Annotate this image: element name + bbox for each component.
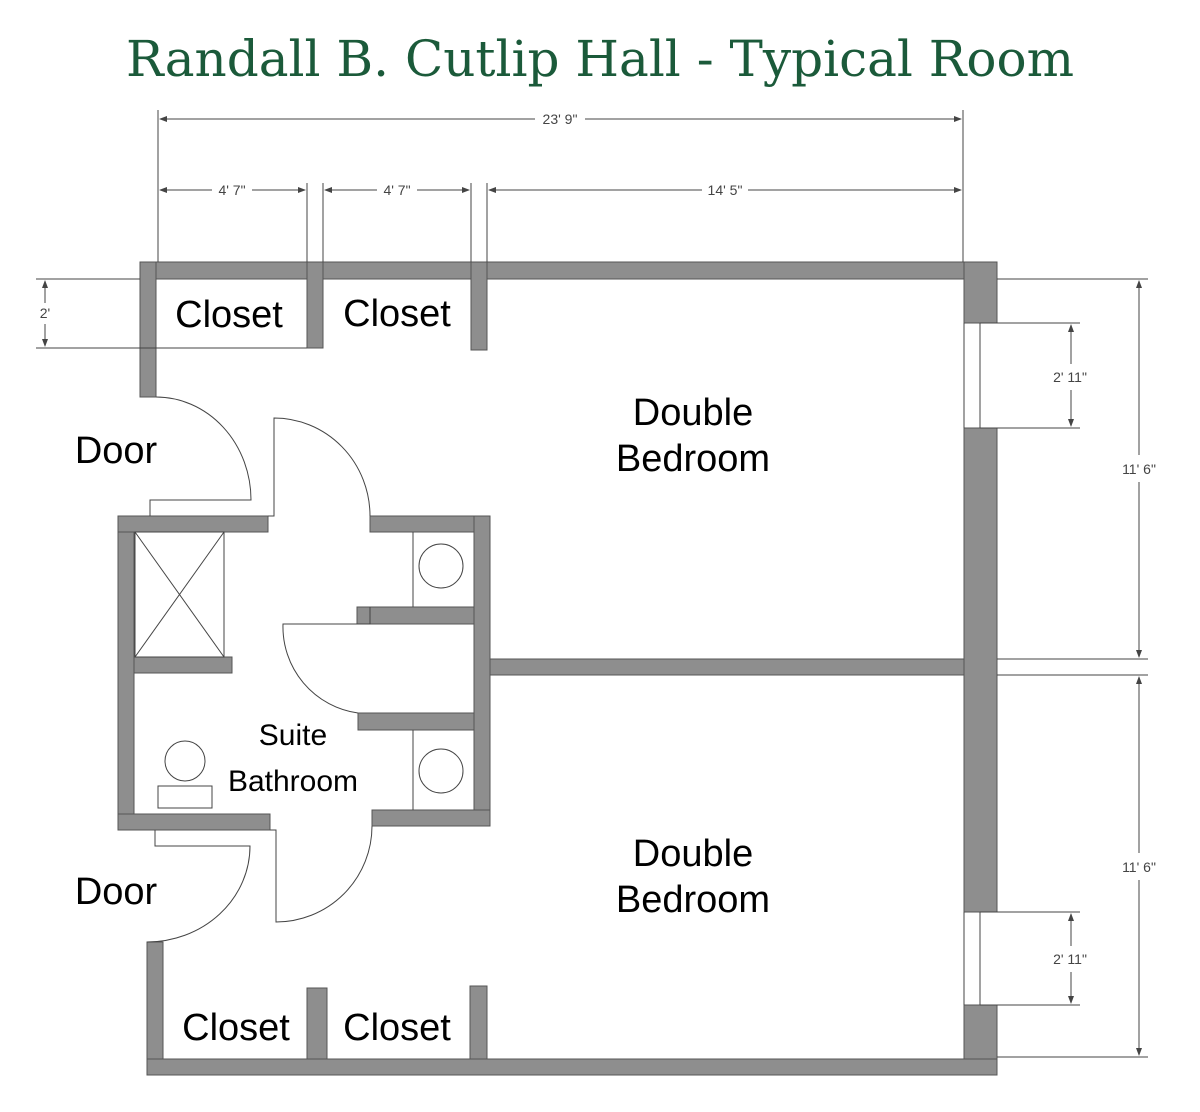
label-door: Door xyxy=(75,871,158,913)
toilet-icon xyxy=(412,730,464,810)
plan-title: Randall B. Cutlip Hall - Typical Room xyxy=(125,30,1075,88)
shower-icon xyxy=(134,531,225,658)
sink-icon xyxy=(157,740,213,809)
dim-bedroom-bottom-depth: 11' 6" xyxy=(1122,859,1156,875)
door-swing-top xyxy=(149,396,252,516)
dim-bedroom-width: 14' 5" xyxy=(708,182,743,198)
walls xyxy=(117,261,998,1076)
dim-window-top: 2' 11" xyxy=(1053,369,1087,385)
toilet-icon xyxy=(412,532,464,607)
door-swing-stall xyxy=(282,607,371,714)
window-top xyxy=(963,323,981,428)
label-bedroom-top: Double xyxy=(633,392,753,434)
label-door: Door xyxy=(75,430,158,472)
door-swing-bottom xyxy=(146,830,251,943)
dim-bedroom-top-depth: 11' 6" xyxy=(1122,461,1156,477)
label-closet: Closet xyxy=(182,1007,290,1049)
label-bathroom: Bathroom xyxy=(228,765,358,798)
dimension-lines xyxy=(36,110,1148,1058)
label-bedroom-top: Bedroom xyxy=(616,438,770,480)
dim-total-width: 23' 9" xyxy=(543,111,578,127)
label-closet: Closet xyxy=(343,293,451,335)
dim-closet-depth: 2' xyxy=(40,305,50,321)
dim-closet1-width: 4' 7" xyxy=(218,182,245,198)
label-bedroom-bottom: Double xyxy=(633,833,753,875)
door-swing-bath-bottom xyxy=(270,825,373,923)
door-swing-bath-top xyxy=(268,417,371,517)
dim-window-bottom: 2' 11" xyxy=(1053,951,1087,967)
window-bottom xyxy=(963,912,981,1005)
dim-closet2-width: 4' 7" xyxy=(383,182,410,198)
label-closet: Closet xyxy=(175,294,283,336)
label-bathroom: Suite xyxy=(259,719,327,752)
label-closet: Closet xyxy=(343,1007,451,1049)
label-bedroom-bottom: Bedroom xyxy=(616,879,770,921)
